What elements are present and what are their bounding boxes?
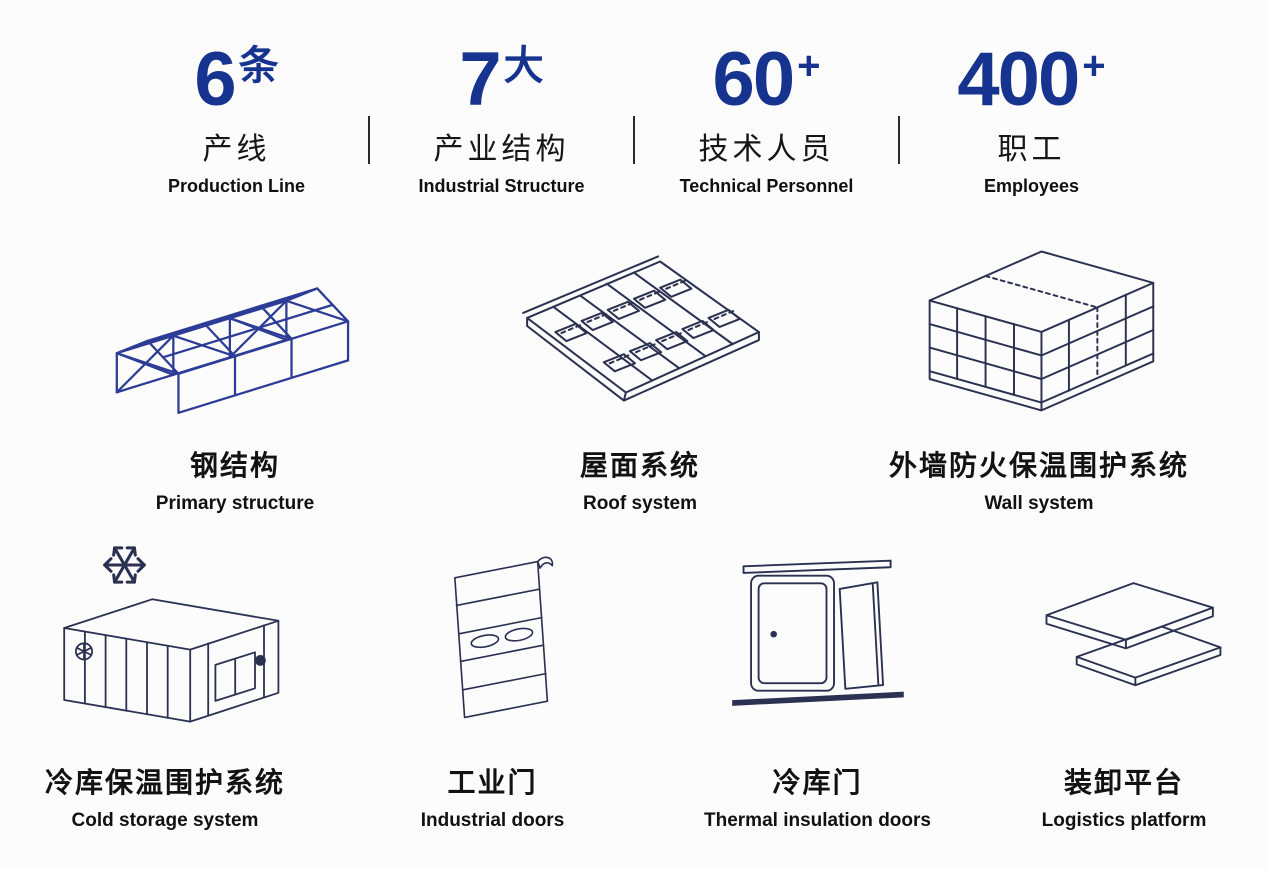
cold-storage-icon	[39, 537, 291, 737]
stat-technical-personnel: 60+ 技术人员 Technical Personnel	[649, 42, 884, 197]
product-item-roof-system: 屋面系统 Roof system	[470, 235, 810, 515]
stat-label-zh: 产业结构	[433, 133, 570, 166]
product-item-thermal-doors: 冷库门 Thermal insulation doors	[655, 537, 980, 832]
stat-value: 7	[459, 37, 501, 122]
stat-label-en: Industrial Structure	[418, 176, 585, 196]
product-label-en: Roof system	[582, 493, 698, 514]
product-label-zh: 外墙防火保温围护系统	[888, 450, 1189, 481]
product-label-en: Thermal insulation doors	[704, 810, 931, 831]
stat-employees: 400+ 职工 Employees	[914, 42, 1149, 197]
logistics-platform-icon	[1020, 537, 1228, 737]
stat-divider	[898, 116, 900, 164]
product-item-steel-structure: 钢结构 Primary structure	[0, 235, 470, 515]
product-label-en: Primary structure	[155, 493, 315, 514]
stat-number: 400+	[914, 42, 1149, 118]
steel-structure-icon	[95, 235, 375, 420]
product-label-zh: 冷库保温围护系统	[44, 767, 285, 798]
stat-label-zh: 职工	[997, 133, 1066, 166]
stat-label-zh: 技术人员	[698, 133, 835, 166]
product-item-logistics-platform: 装卸平台 Logistics platform	[980, 537, 1268, 832]
product-item-wall-system: 外墙防火保温围护系统 Wall system	[810, 235, 1268, 515]
product-label-en: Wall system	[984, 493, 1094, 514]
stat-unit: 大	[503, 44, 544, 88]
product-label-zh: 屋面系统	[579, 450, 700, 481]
stat-label-en: Technical Personnel	[679, 176, 854, 196]
thermal-door-icon	[719, 537, 917, 737]
product-label-zh: 冷库门	[772, 767, 863, 798]
stat-unit: +	[1082, 44, 1106, 88]
wall-system-icon	[912, 235, 1167, 420]
product-label-zh: 钢结构	[189, 450, 280, 481]
product-item-industrial-doors: 工业门 Industrial doors	[330, 537, 655, 832]
stat-number: 60+	[649, 42, 884, 118]
stat-value: 400	[957, 37, 1080, 122]
stat-value: 60	[712, 37, 796, 122]
products-row-2: 冷库保温围护系统 Cold storage system 工业门 Industr…	[0, 537, 1268, 832]
stat-unit: +	[797, 44, 821, 88]
products-row-1: 钢结构 Primary structure	[0, 235, 1268, 515]
product-label-zh: 装卸平台	[1063, 767, 1184, 798]
stat-label-en: Production Line	[168, 176, 305, 196]
stat-divider	[633, 116, 635, 164]
product-label-en: Cold storage system	[71, 810, 259, 831]
product-label-en: Logistics platform	[1041, 810, 1207, 831]
product-label-zh: 工业门	[447, 767, 538, 798]
product-item-cold-storage: 冷库保温围护系统 Cold storage system	[0, 537, 330, 832]
industrial-door-icon	[424, 537, 562, 737]
stat-unit: 条	[238, 44, 279, 88]
roof-system-icon	[509, 235, 771, 420]
stat-divider	[368, 116, 370, 164]
product-label-en: Industrial doors	[420, 810, 565, 831]
stat-value: 6	[194, 37, 236, 122]
stat-label-en: Employees	[983, 176, 1080, 196]
stat-label-zh: 产线	[202, 133, 271, 166]
